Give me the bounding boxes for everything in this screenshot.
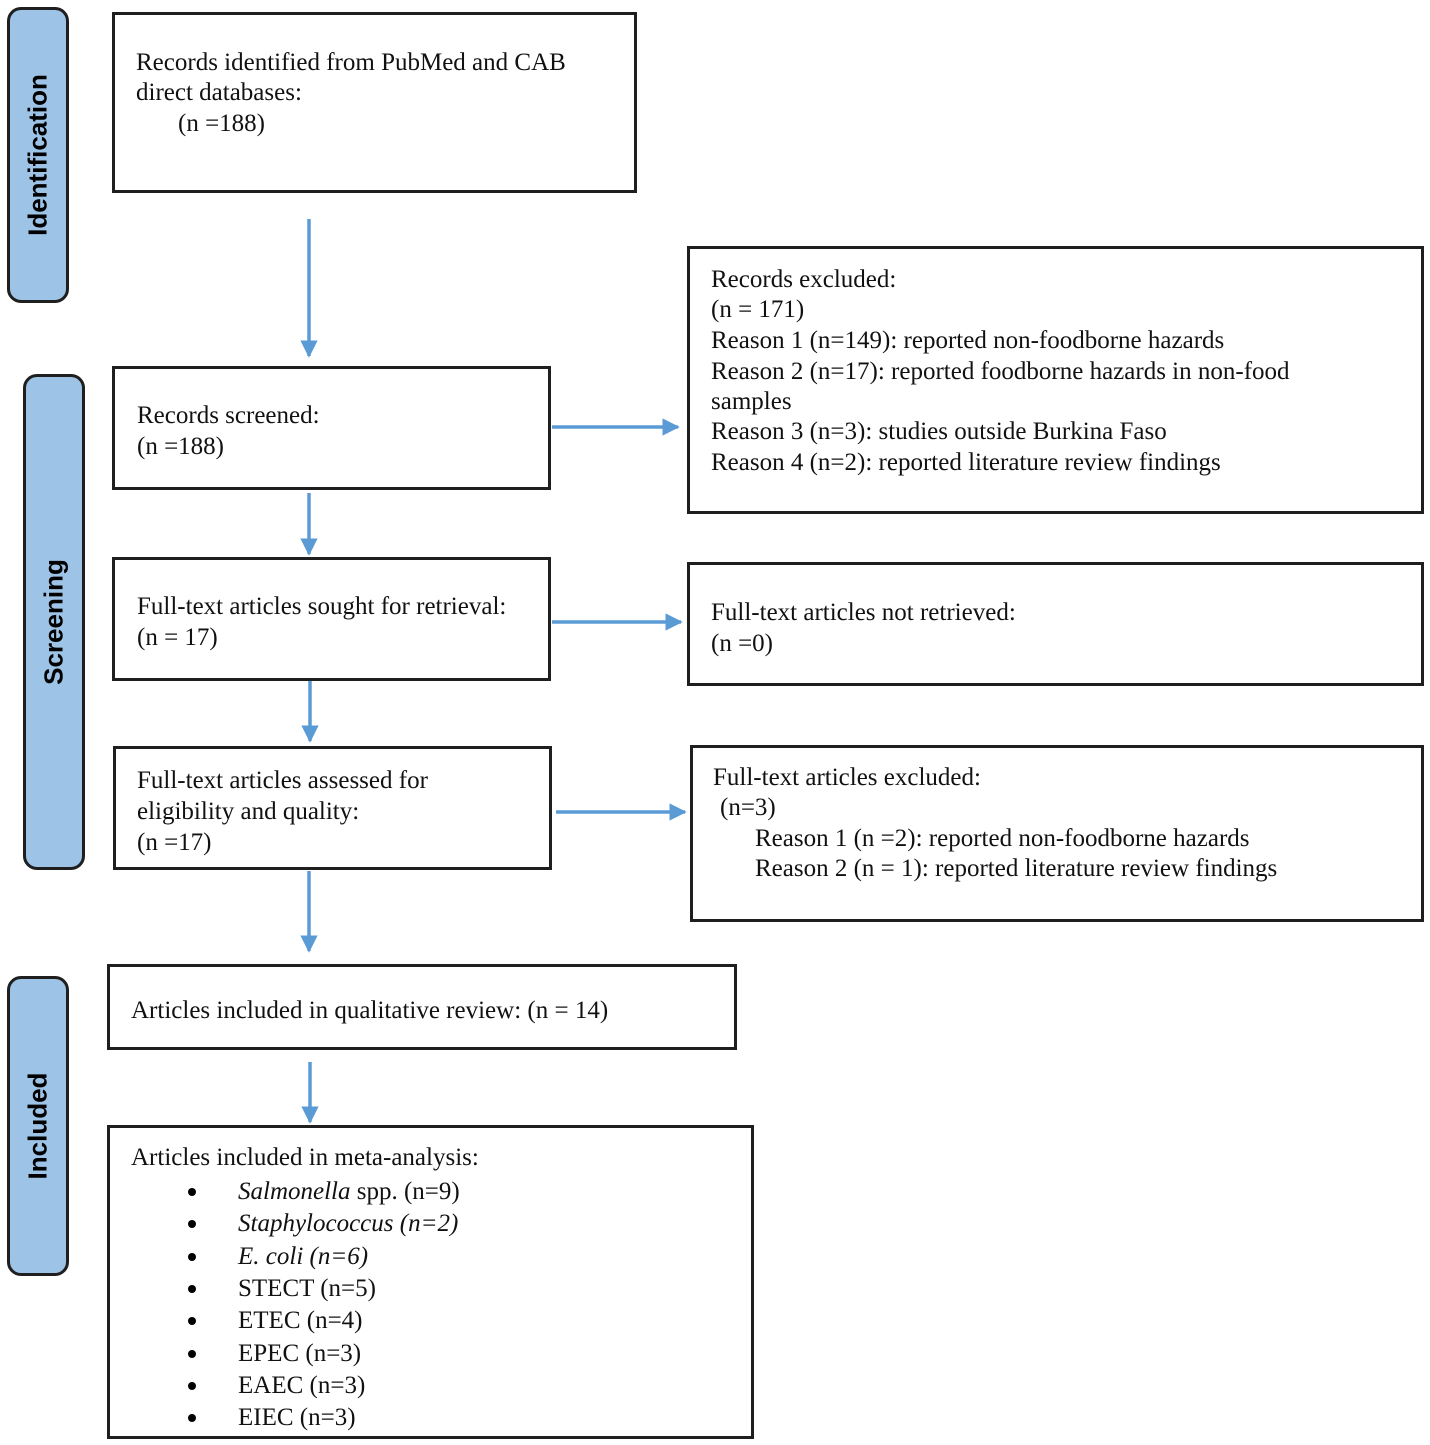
full-text-sought-count: (n = 17) xyxy=(137,624,218,651)
full-text-assessed-count: (n =17) xyxy=(137,829,212,856)
meta-analysis-item-italic: Staphylococcus (n=2) xyxy=(238,1210,459,1238)
meta-analysis-item: EAEC (n=3) xyxy=(238,1370,365,1401)
meta-analysis-item: STECT (n=5) xyxy=(238,1273,376,1304)
phase-identification: Identification xyxy=(7,7,69,303)
meta-analysis-item: EPEC (n=3) xyxy=(238,1338,361,1369)
full-text-excluded-box: Full-text articles excluded: (n=3) Reaso… xyxy=(690,745,1424,922)
bullet-dot xyxy=(188,1349,196,1358)
bullet-dot xyxy=(188,1188,196,1196)
bullet-dot xyxy=(188,1252,196,1261)
records-screened-count: (n =188) xyxy=(137,433,224,460)
records-excluded-reason1: Reason 1 (n=149): reported non-foodborne… xyxy=(711,327,1225,354)
full-text-excluded-line1: Full-text articles excluded: xyxy=(713,764,981,791)
meta-analysis-item: Salmonella spp. (n=9) xyxy=(238,1176,460,1207)
full-text-assessed-box: Full-text articles assessed for eligibil… xyxy=(113,746,552,870)
bullet-dot xyxy=(188,1317,196,1326)
full-text-assessed-line2: eligibility and quality: xyxy=(137,798,360,825)
meta-analysis-item: ETEC (n=4) xyxy=(238,1305,363,1336)
records-identified-count: (n =188) xyxy=(178,110,265,137)
records-identified-box: Records identified from PubMed and CAB d… xyxy=(112,12,637,193)
phase-included: Included xyxy=(7,976,69,1276)
bullet-dot xyxy=(188,1381,196,1390)
meta-analysis-item-text: STECT (n=5) xyxy=(238,1274,376,1302)
full-text-excluded-reason1: Reason 1 (n =2): reported non-foodborne … xyxy=(755,825,1250,852)
meta-analysis-item-text: EAEC (n=3) xyxy=(238,1371,366,1399)
bullet-dot xyxy=(188,1414,196,1423)
meta-analysis-box: Articles included in meta-analysis: Salm… xyxy=(107,1125,754,1439)
records-identified-line1: Records identified from PubMed and CAB xyxy=(136,49,566,76)
full-text-sought-line1: Full-text articles sought for retrieval: xyxy=(137,593,507,620)
full-text-not-retrieved-box: Full-text articles not retrieved: (n =0) xyxy=(687,562,1424,686)
full-text-assessed-line1: Full-text articles assessed for xyxy=(137,767,428,794)
meta-analysis-item-text: EIEC (n=3) xyxy=(238,1404,356,1432)
records-excluded-reason4: Reason 4 (n=2): reported literature revi… xyxy=(711,449,1221,476)
records-excluded-reason3: Reason 3 (n=3): studies outside Burkina … xyxy=(711,418,1167,445)
meta-analysis-title: Articles included in meta-analysis: xyxy=(131,1144,479,1171)
meta-analysis-item-text: ETEC (n=4) xyxy=(238,1307,363,1335)
meta-analysis-item: EIEC (n=3) xyxy=(238,1402,356,1433)
meta-analysis-item-text: spp. (n=9) xyxy=(350,1178,460,1205)
full-text-excluded-reason2: Reason 2 (n = 1): reported literature re… xyxy=(755,855,1278,882)
records-screened-line1: Records screened: xyxy=(137,402,320,429)
records-screened-box: Records screened: (n =188) xyxy=(112,366,551,490)
meta-analysis-item-italic: E. coli (n=6) xyxy=(238,1242,369,1270)
records-excluded-box: Records excluded: (n = 171) Reason 1 (n=… xyxy=(687,246,1424,514)
qualitative-review-box: Articles included in qualitative review:… xyxy=(107,964,737,1050)
bullet-dot xyxy=(188,1284,196,1293)
meta-analysis-item: E. coli (n=6) xyxy=(238,1241,368,1272)
records-identified-line2: direct databases: xyxy=(136,79,302,106)
meta-analysis-item-text: EPEC (n=3) xyxy=(238,1339,362,1367)
meta-analysis-item: Staphylococcus (n=2) xyxy=(238,1208,458,1239)
records-excluded-reason2: Reason 2 (n=17): reported foodborne haza… xyxy=(711,358,1290,385)
meta-analysis-item-italic: Salmonella xyxy=(238,1178,351,1205)
full-text-excluded-count: (n=3) xyxy=(720,794,776,821)
records-excluded-line1: Records excluded: xyxy=(711,266,897,293)
full-text-not-retrieved-count: (n =0) xyxy=(711,630,773,657)
qualitative-review-line1: Articles included in qualitative review:… xyxy=(131,997,609,1024)
bullet-dot xyxy=(188,1220,196,1229)
records-excluded-count: (n = 171) xyxy=(711,296,805,323)
records-excluded-reason2-cont: samples xyxy=(711,388,792,415)
phase-screening: Screening xyxy=(23,374,85,870)
full-text-not-retrieved-line1: Full-text articles not retrieved: xyxy=(711,599,1016,626)
full-text-sought-box: Full-text articles sought for retrieval:… xyxy=(112,557,551,681)
